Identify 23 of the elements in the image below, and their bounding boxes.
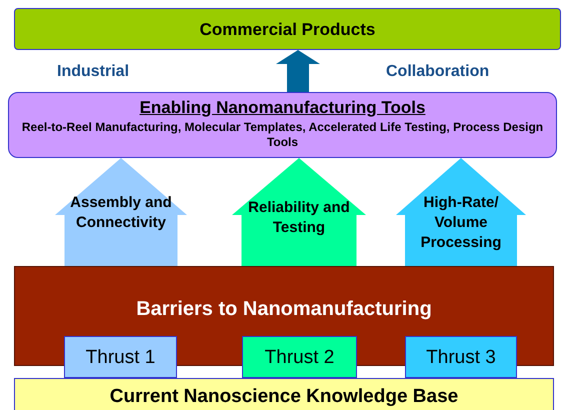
thrust-box [242,336,357,378]
box-title: Commercial Products [198,20,376,40]
thrust-box [405,336,517,378]
banner-box [14,8,561,50]
box-description: Reel-to-Reel Manufacturing, Molecular Templates, Accelerated Life Testing, Process Design Tools [20,120,544,150]
block-arrow [276,50,320,92]
box-title: Current Nanoscience Knowledge Base [108,385,460,408]
tools-box [8,92,557,158]
band-title: Barriers to Nanomanufacturing [135,297,433,321]
edge-label: Assembly and Connectivity [69,193,173,233]
box-title: Thrust 1 [84,346,156,369]
base-box [14,378,554,410]
block-arrow [232,158,366,266]
edge-label: Reliability and Testing [247,198,351,238]
side-label: Industrial [57,63,130,81]
thrust-box [64,336,177,378]
box-title: Thrust 3 [425,346,497,369]
block-arrow [55,158,187,266]
box-title: Enabling Nanomanufacturing Tools [138,98,426,118]
side-label: Collaboration [386,63,490,81]
block-arrow [396,158,526,266]
box-title: Thrust 2 [264,346,336,369]
edge-label: High-Rate/ Volume Processing [420,193,502,253]
